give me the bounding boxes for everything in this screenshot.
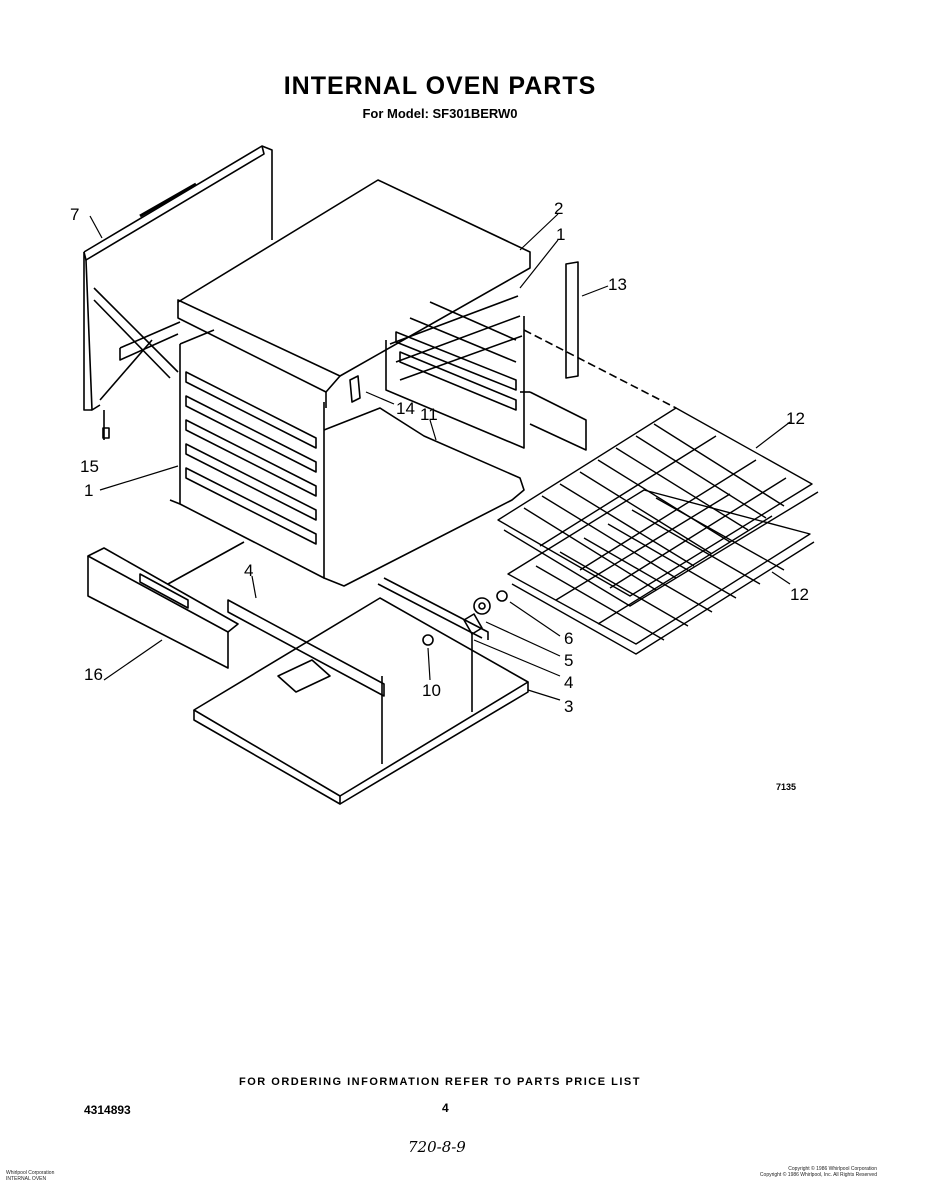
page-title: INTERNAL OVEN PARTS (283, 72, 597, 100)
callout-4-upper: 4 (244, 561, 253, 580)
callout-1-lower: 1 (84, 481, 93, 500)
footer-left-line-2: INTERNAL OVEN (6, 1176, 47, 1182)
page-number: 4 (442, 1101, 449, 1115)
callout-13: 13 (608, 275, 627, 294)
part-number: 4314893 (84, 1103, 131, 1117)
model-line: For Model: SF301BERW0 (362, 106, 518, 121)
callout-12-lower: 12 (790, 585, 809, 604)
callout-5: 5 (564, 651, 573, 670)
footer-left-line-1: Whirlpool Corporation (6, 1170, 55, 1176)
callout-14: 14 (396, 399, 415, 418)
bracket-part-14 (349, 375, 361, 403)
figure-number: 7135 (776, 782, 797, 792)
callout-11: 11 (420, 405, 438, 424)
callout-6: 6 (564, 629, 573, 648)
callout-12-upper: 12 (786, 409, 805, 428)
footer-left-small: Whirlpool Corporation INTERNAL OVEN (6, 1170, 54, 1182)
bottom-tray-part-3 (193, 577, 529, 805)
callout-15: 15 (80, 457, 99, 476)
handwritten-code: 720-8-9 (408, 1138, 466, 1156)
rear-panel-part-7 (83, 145, 273, 411)
front-trim-part-16 (87, 541, 245, 669)
callout-1-upper: 1 (556, 225, 565, 244)
callout-7: 7 (70, 205, 79, 224)
hardware-parts-4-5-6-10 (102, 410, 508, 764)
footer-right-line-2: Copyright © 1986 Whirlpool, Inc. All Rig… (759, 1172, 877, 1178)
callout-10: 10 (422, 681, 441, 700)
ordering-note: FOR ORDERING INFORMATION REFER TO PARTS … (239, 1076, 641, 1088)
callout-labels: 7 2 1 13 14 11 12 15 1 4 12 6 5 4 16 10 … (70, 199, 809, 716)
callout-4-right: 4 (564, 673, 573, 692)
oven-rack-lower-part-12 (507, 489, 815, 655)
callout-3: 3 (564, 697, 573, 716)
callout-2: 2 (554, 199, 563, 218)
oven-liner-part-1 (119, 179, 587, 587)
callout-16: 16 (84, 665, 103, 684)
callout-leaders (89, 213, 791, 701)
footer-right-line-1: Copyright © 1986 Whirlpool Corporation (788, 1166, 877, 1172)
side-bracket-part-13 (523, 261, 677, 409)
footer-right-small: Copyright © 1986 Whirlpool Corporation C… (760, 1166, 877, 1178)
